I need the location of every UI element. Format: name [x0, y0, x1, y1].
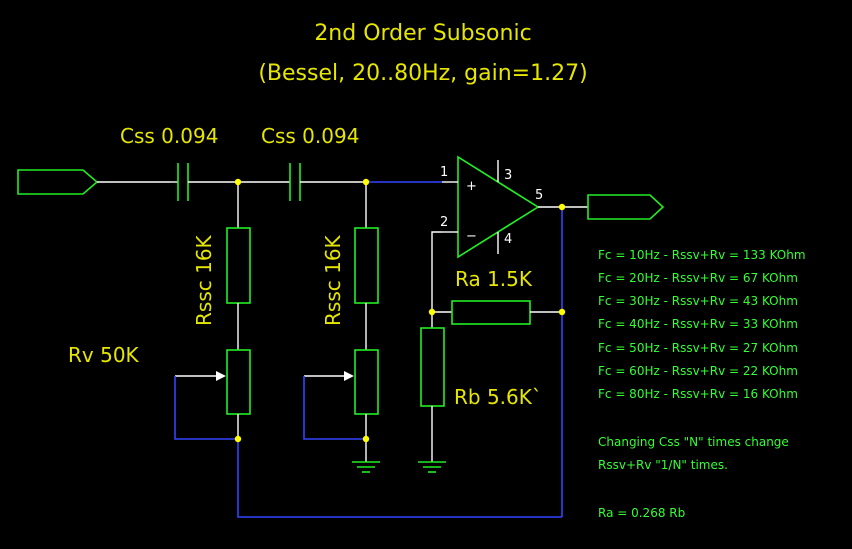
potentiometer-rv1	[226, 349, 251, 415]
diagram-subtitle: (Bessel, 20..80Hz, gain=1.27)	[258, 61, 587, 86]
potentiometer-rv2	[354, 349, 379, 415]
capacitor-css2	[289, 163, 301, 201]
wire-bootstrap-bottom	[237, 439, 562, 518]
rv1-wiper-short	[174, 376, 238, 440]
fc-note-line: Fc = 40Hz - Rssv+Rv = 33 KOhm	[598, 317, 798, 331]
opamp	[442, 155, 562, 259]
resistor-rssc1-label: Rssc 16K	[192, 234, 216, 326]
rv1-wiper-arrow-icon	[216, 371, 226, 381]
fc-note-line: Fc = 80Hz - Rssv+Rv = 16 KOhm	[598, 387, 798, 401]
rv2-wiper-short	[303, 376, 366, 440]
pin-2-label: 2	[440, 215, 448, 230]
css-change-note-2: Rssv+Rv "1/N" times.	[598, 458, 728, 472]
rv2-wiper-arrow-icon	[344, 371, 354, 381]
pin-1-label: 1	[440, 165, 448, 180]
junction-dot	[234, 178, 242, 186]
resistor-rssc2	[354, 227, 379, 304]
resistor-ra-label: Ra 1.5K	[455, 267, 533, 291]
pin-4-label: 4	[504, 232, 512, 247]
output-port	[587, 194, 665, 220]
diagram-title: 2nd Order Subsonic	[314, 21, 531, 46]
input-port	[17, 169, 99, 195]
fc-note-line: Fc = 50Hz - Rssv+Rv = 27 KOhm	[598, 341, 798, 355]
resistor-rb-label: Rb 5.6K`	[454, 385, 542, 409]
resistor-rssc1	[226, 227, 251, 304]
resistor-rb	[420, 327, 445, 407]
capacitor-css1-label: Css 0.094	[120, 124, 218, 148]
resistor-rssc2-label: Rssc 16K	[321, 234, 345, 326]
junction-dot	[234, 435, 242, 443]
wire-minus-to-node	[431, 231, 442, 312]
resistor-ra	[451, 300, 531, 325]
css-change-note: Changing Css "N" times change	[598, 435, 789, 449]
junction-dot	[558, 308, 566, 316]
fc-note-line: Fc = 20Hz - Rssv+Rv = 67 KOhm	[598, 271, 798, 285]
ground-icon	[352, 461, 380, 473]
junction-dot	[362, 178, 370, 186]
fc-note-line: Fc = 30Hz - Rssv+Rv = 43 KOhm	[598, 294, 798, 308]
opamp-minus-sign: −	[466, 229, 477, 244]
junction-dot	[362, 435, 370, 443]
ra-rb-ratio-note: Ra = 0.268 Rb	[598, 506, 685, 520]
capacitor-css1	[170, 163, 189, 201]
fc-note-line: Fc = 10Hz - Rssv+Rv = 133 KOhm	[598, 248, 806, 262]
ground-icon	[418, 461, 446, 473]
fc-note-line: Fc = 60Hz - Rssv+Rv = 22 KOhm	[598, 364, 798, 378]
junction-dot	[428, 308, 436, 316]
potentiometer-rv-label: Rv 50K	[68, 343, 140, 367]
pin-5-label: 5	[535, 188, 543, 203]
pin-3-label: 3	[504, 168, 512, 183]
capacitor-css2-label: Css 0.094	[261, 124, 359, 148]
junction-dot	[558, 203, 566, 211]
opamp-plus-sign: +	[466, 179, 477, 194]
